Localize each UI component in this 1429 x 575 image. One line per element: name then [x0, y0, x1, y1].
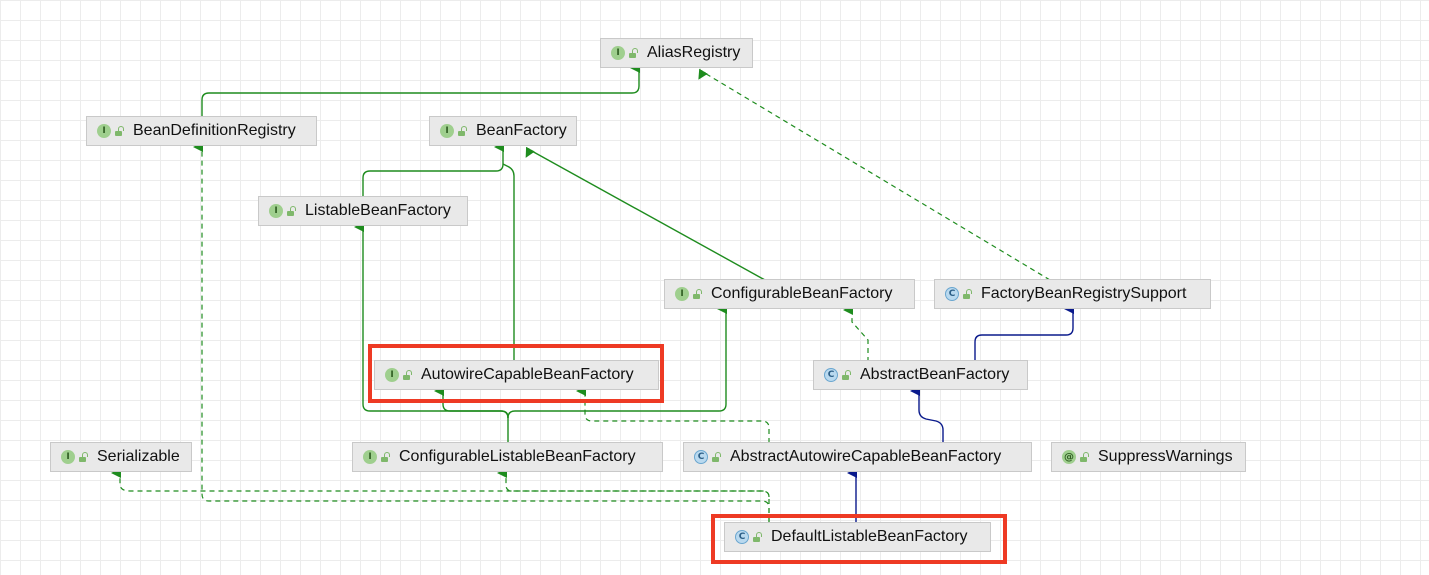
node-autowire-capable-bean-factory[interactable]: I AutowireCapableBeanFactory	[374, 360, 659, 390]
annotation-icon: @	[1062, 450, 1076, 464]
edge-dlbf-to-serializable	[111, 468, 770, 498]
highlight-autowire-capable-bean-factory	[368, 344, 664, 403]
lock-icon	[381, 452, 390, 462]
node-serializable[interactable]: I Serializable	[50, 442, 192, 472]
node-alias-registry[interactable]: I AliasRegistry	[600, 38, 753, 68]
lock-icon	[79, 452, 88, 462]
interface-icon: I	[611, 46, 625, 60]
interface-icon: I	[440, 124, 454, 138]
edge-aacbf-to-abf	[910, 386, 944, 443]
node-suppress-warnings[interactable]: @ SuppressWarnings	[1051, 442, 1246, 472]
interface-icon: I	[61, 450, 75, 464]
edge-clbf-to-cbf	[507, 304, 727, 419]
node-bean-definition-registry[interactable]: I BeanDefinitionRegistry	[86, 116, 317, 146]
node-factory-bean-registry-support[interactable]: C FactoryBeanRegistrySupport	[934, 279, 1211, 309]
node-configurable-bean-factory[interactable]: I ConfigurableBeanFactory	[664, 279, 915, 309]
node-default-listable-bean-factory[interactable]: C DefaultListableBeanFactory	[724, 522, 991, 552]
highlight-default-listable-bean-factory	[711, 514, 1007, 564]
node-label: AbstractAutowireCapableBeanFactory	[730, 448, 1002, 465]
abstract-class-icon: C	[694, 450, 708, 464]
interface-icon: I	[363, 450, 377, 464]
edge-cbf-to-bean-factory	[525, 146, 766, 281]
edge-abf-to-fbrs	[974, 304, 1074, 361]
edge-acbf-to-bean-factory	[502, 163, 515, 361]
lock-icon	[842, 370, 851, 380]
node-label: BeanFactory	[476, 122, 567, 139]
node-label: ListableBeanFactory	[305, 202, 451, 219]
edge-bdr-to-alias-registry	[201, 63, 640, 117]
abstract-class-icon: C	[824, 368, 838, 382]
interface-icon: I	[269, 204, 283, 218]
node-abstract-bean-factory[interactable]: C AbstractBeanFactory	[813, 360, 1028, 390]
node-abstract-autowire-capable-bean-factory[interactable]: C AbstractAutowireCapableBeanFactory	[683, 442, 1032, 472]
edge-fbrs-to-alias-registry	[698, 68, 1051, 281]
interface-icon: I	[385, 368, 399, 382]
edge-abf-to-cbf	[843, 305, 869, 362]
lock-icon	[712, 452, 721, 462]
node-label: ConfigurableListableBeanFactory	[399, 448, 636, 465]
edge-dlbf-to-bdr	[193, 142, 770, 522]
node-label: Serializable	[97, 448, 180, 465]
edge-lbf-to-bean-factory	[362, 142, 504, 197]
edge-aacbf-to-acbf	[576, 386, 770, 443]
node-label: BeanDefinitionRegistry	[133, 122, 296, 139]
interface-icon: I	[675, 287, 689, 301]
class-icon: C	[735, 530, 749, 544]
node-label: AbstractBeanFactory	[860, 366, 1010, 383]
node-label: SuppressWarnings	[1098, 448, 1233, 465]
lock-icon	[963, 289, 972, 299]
class-icon: C	[945, 287, 959, 301]
lock-icon	[629, 48, 638, 58]
node-label: FactoryBeanRegistrySupport	[981, 285, 1187, 302]
edge-clbf-to-acbf	[434, 386, 509, 419]
lock-icon	[115, 126, 124, 136]
node-label: ConfigurableBeanFactory	[711, 285, 893, 302]
lock-icon	[287, 206, 296, 216]
lock-icon	[753, 532, 762, 542]
interface-icon: I	[97, 124, 111, 138]
lock-icon	[458, 126, 467, 136]
node-label: AliasRegistry	[647, 44, 741, 61]
node-label: DefaultListableBeanFactory	[771, 528, 968, 545]
node-bean-factory[interactable]: I BeanFactory	[429, 116, 577, 146]
node-listable-bean-factory[interactable]: I ListableBeanFactory	[258, 196, 468, 226]
lock-icon	[1080, 452, 1089, 462]
lock-icon	[403, 370, 412, 380]
node-label: AutowireCapableBeanFactory	[421, 366, 634, 383]
lock-icon	[693, 289, 702, 299]
node-configurable-listable-bean-factory[interactable]: I ConfigurableListableBeanFactory	[352, 442, 663, 472]
